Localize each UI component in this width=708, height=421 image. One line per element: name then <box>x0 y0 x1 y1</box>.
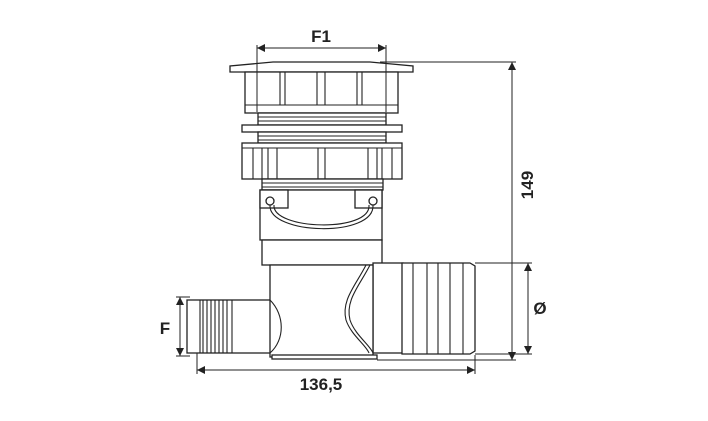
dimension-width-label: 136,5 <box>300 375 343 394</box>
upper-thread <box>257 112 387 126</box>
hose-outlet <box>372 262 476 355</box>
middle-thread <box>257 131 387 144</box>
body <box>269 264 378 360</box>
dimension-diameter: Ø <box>475 262 547 355</box>
dimension-f1: F1 <box>256 27 387 112</box>
dimension-width: 136,5 <box>196 353 476 394</box>
dimension-height-label: 149 <box>518 171 537 199</box>
cap <box>229 61 414 114</box>
nut <box>241 142 403 180</box>
dimension-diameter-label: Ø <box>533 299 546 318</box>
dimension-f1-label: F1 <box>311 27 331 46</box>
lower-thread <box>261 178 384 191</box>
dimension-height: 149 <box>377 61 537 361</box>
dimension-f: F <box>160 296 190 357</box>
threaded-inlet <box>186 299 274 354</box>
washer <box>241 124 403 133</box>
handle-bracket <box>259 189 383 241</box>
collar <box>261 239 383 266</box>
dimension-f-label: F <box>160 319 170 338</box>
